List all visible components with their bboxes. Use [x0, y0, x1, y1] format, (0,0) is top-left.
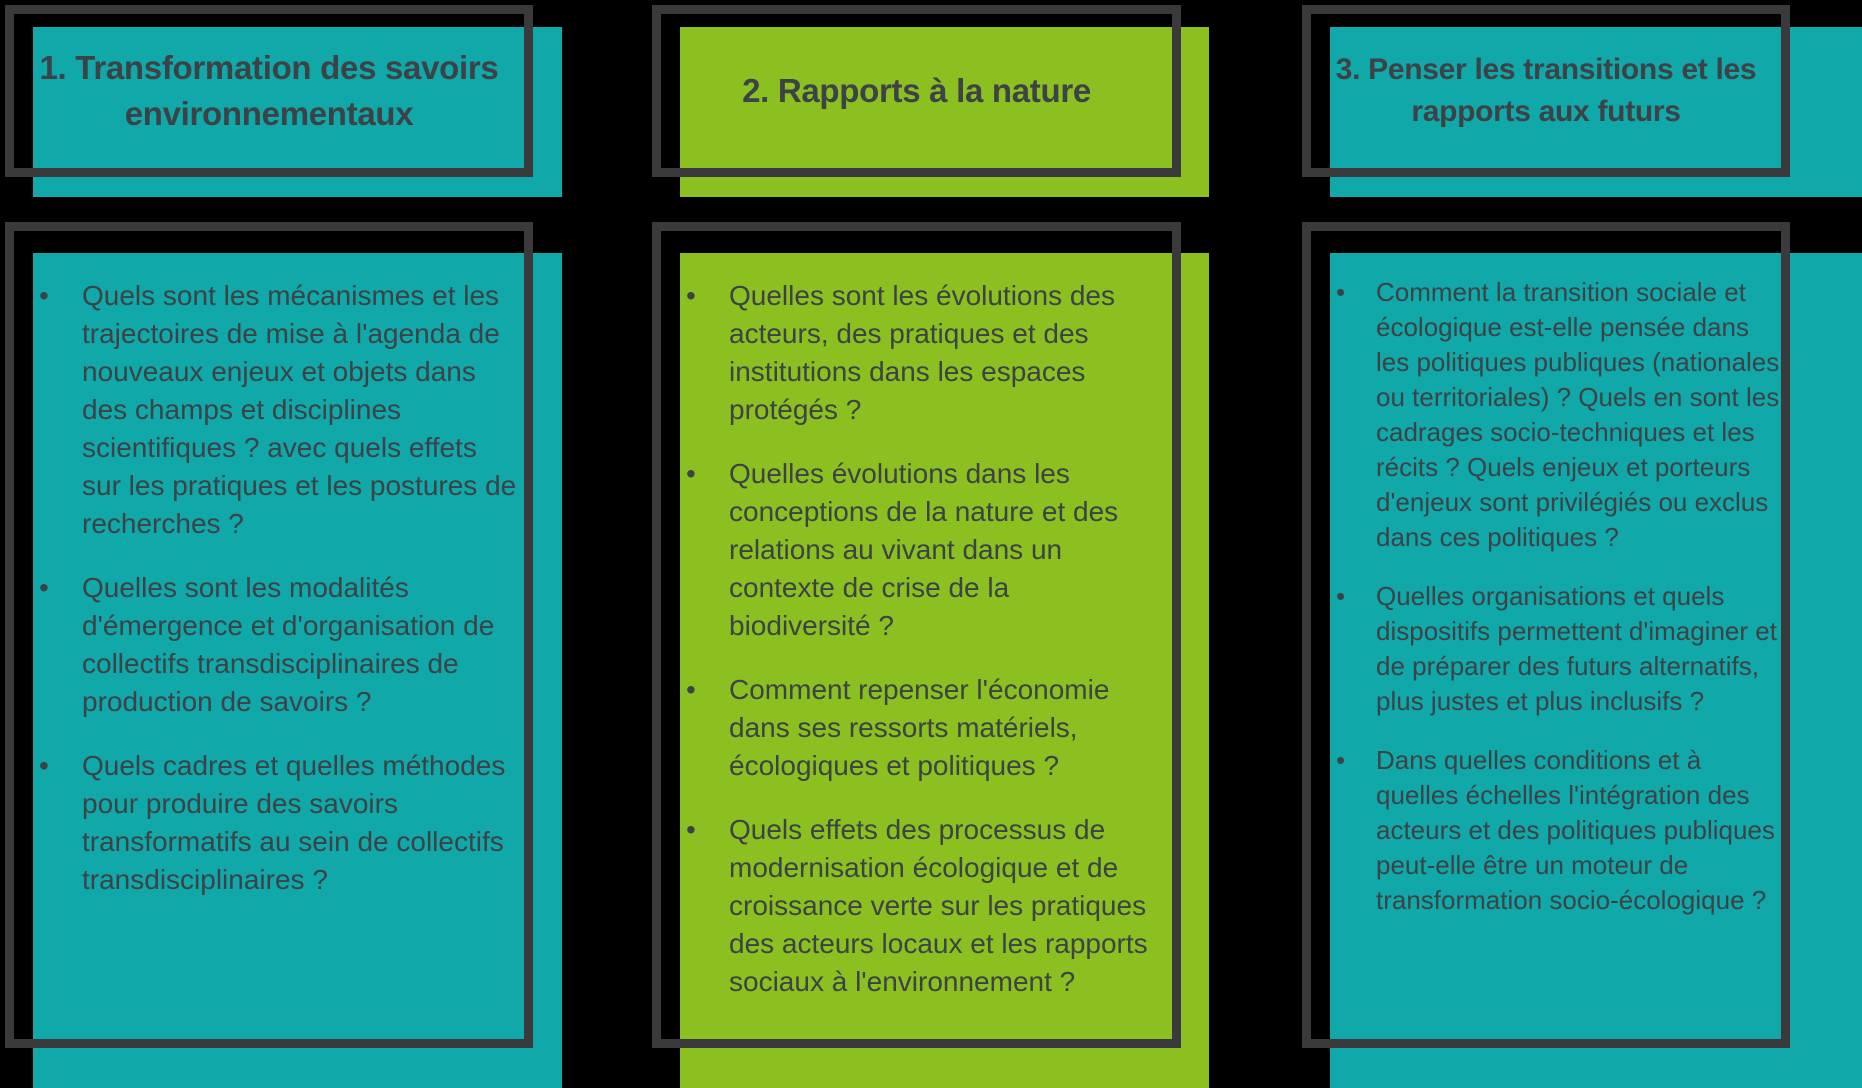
column-3-transitions-futurs: 3. Penser les transitions et les rapport…	[1302, 0, 1862, 1088]
question-item: Quels sont les mécanismes et les traject…	[33, 277, 520, 543]
question-item: Comment la transition sociale et écologi…	[1330, 275, 1786, 555]
column-2-title: 2. Rapports à la nature	[742, 72, 1091, 109]
question-item: Dans quelles conditions et à quelles éch…	[1330, 743, 1786, 918]
question-item: Quelles évolutions dans les conceptions …	[680, 455, 1167, 645]
question-item: Quelles sont les modalités d'émergence e…	[33, 569, 520, 721]
column-1-header-outline	[5, 5, 533, 177]
question-item: Quelles sont les évolutions des acteurs,…	[680, 277, 1167, 429]
column-1-title: 1. Transformation des savoirs environnem…	[39, 49, 499, 132]
column-3-question-list: Comment la transition sociale et écologi…	[1330, 253, 1800, 918]
column-1-question-list: Quels sont les mécanismes et les traject…	[33, 253, 562, 899]
column-2-rapports-nature: 2. Rapports à la nature Quelles sont les…	[652, 0, 1209, 1088]
question-item: Quels effets des processus de modernisat…	[680, 811, 1167, 1001]
question-item: Quels cadres et quelles méthodes pour pr…	[33, 747, 520, 899]
column-3-title: 3. Penser les transitions et les rapport…	[1335, 53, 1757, 128]
column-2-question-list: Quelles sont les évolutions des acteurs,…	[680, 253, 1209, 1001]
column-1-content-outline	[5, 222, 533, 1048]
column-2-header-outline	[652, 5, 1181, 177]
column-2-content-outline	[652, 222, 1181, 1048]
column-3-header-outline	[1302, 5, 1790, 177]
column-1-transformation-savoirs: 1. Transformation des savoirs environnem…	[5, 0, 562, 1088]
question-item: Comment repenser l'économie dans ses res…	[680, 671, 1167, 785]
question-item: Quelles organisations et quels dispositi…	[1330, 579, 1786, 719]
